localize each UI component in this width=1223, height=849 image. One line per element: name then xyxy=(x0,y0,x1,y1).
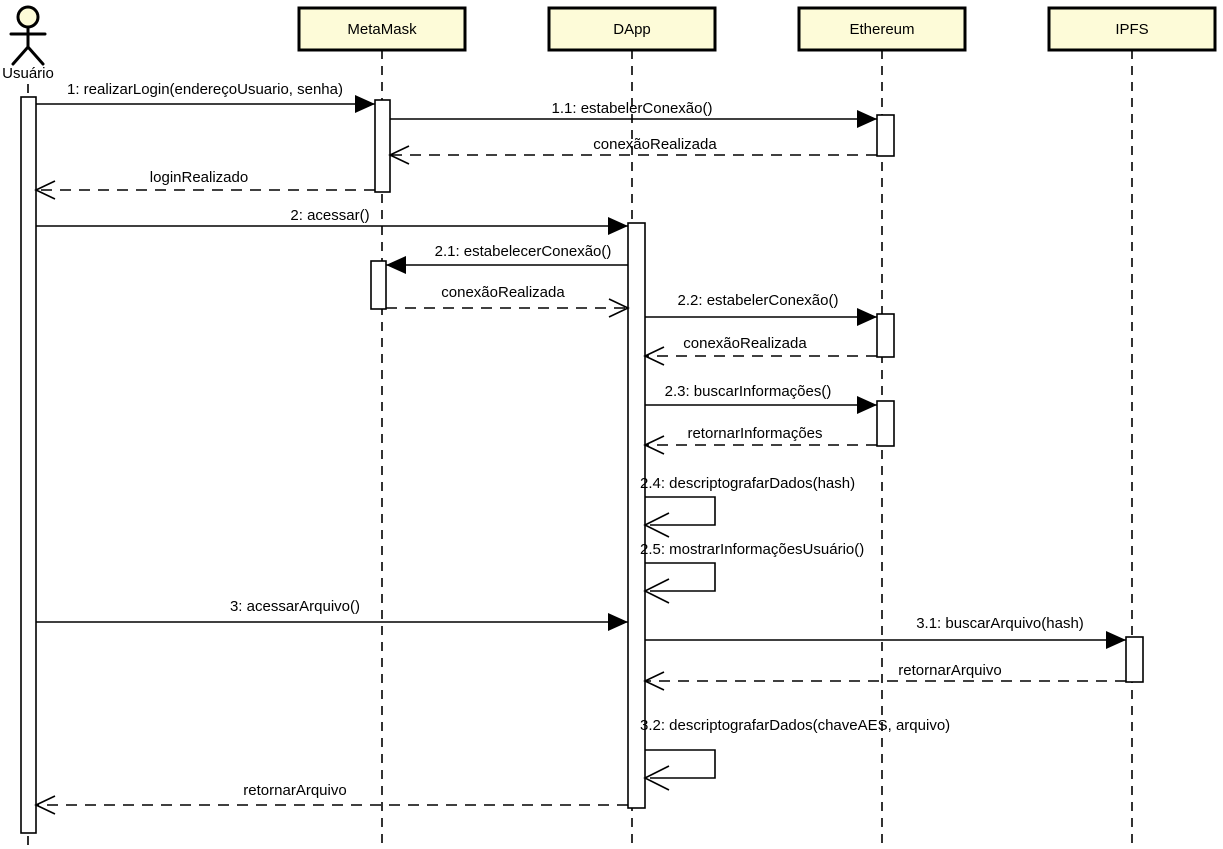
activation-ethereum-1 xyxy=(876,114,895,157)
self-loop-2-4 xyxy=(645,496,716,526)
arrowhead-filled-icon xyxy=(608,217,628,235)
arrowhead-filled-icon xyxy=(857,396,877,414)
message-label-1-1: 1.1: estabelerConexão() xyxy=(552,100,713,117)
activation-ethereum-2 xyxy=(876,313,895,358)
message-2-1-estabelecerconexao[interactable]: 2.1: estabelecerConexão() xyxy=(386,243,628,274)
arrowhead-filled-icon xyxy=(608,613,628,631)
arrowhead-filled-icon xyxy=(857,308,877,326)
arrowhead-open-icon xyxy=(608,298,630,318)
message-retornararquivo-ipfs-dapp[interactable]: retornarArquivo xyxy=(643,662,1126,691)
message-1-realizarlogin[interactable]: 1: realizarLogin(endereçoUsuario, senha) xyxy=(36,81,375,113)
activation-ethereum-3 xyxy=(876,400,895,447)
arrowhead-filled-icon xyxy=(386,256,406,274)
message-label-2-2: 2.2: estabelerConexão() xyxy=(678,292,839,309)
message-label-conexaorealizada-1: conexãoRealizada xyxy=(593,136,717,153)
message-2-3-buscarinformacoes[interactable]: 2.3: buscarInformações() xyxy=(645,383,877,414)
participant-label-metamask: MetaMask xyxy=(347,21,417,38)
arrowhead-open-icon xyxy=(34,180,56,200)
actor-label: Usuário xyxy=(2,65,54,82)
actor-usuario[interactable]: Usuário xyxy=(2,5,54,849)
participant-label-ethereum: Ethereum xyxy=(849,21,914,38)
message-label-2-5: 2.5: mostrarInformaçõesUsuário() xyxy=(640,541,864,558)
participant-box-ipfs[interactable] xyxy=(1047,6,1217,52)
participant-box-ethereum[interactable] xyxy=(797,6,967,52)
arrowhead-open-icon xyxy=(34,795,56,815)
activation-metamask-login xyxy=(374,99,391,193)
message-label-retornararquivo-2: retornarArquivo xyxy=(243,782,346,799)
arrowhead-filled-icon xyxy=(857,110,877,128)
message-2-5-mostrarinformacoesusuario[interactable]: 2.5: mostrarInformaçõesUsuário() xyxy=(640,541,864,604)
message-label-2-4: 2.4: descriptografarDados(hash) xyxy=(640,475,855,492)
message-loginrealizado[interactable]: loginRealizado xyxy=(34,169,375,200)
message-label-3-2: 3.2: descriptografarDados(chaveAES, arqu… xyxy=(640,717,950,734)
self-loop-2-5 xyxy=(645,562,716,592)
message-conexaorealizada-ethereum-dapp[interactable]: conexãoRealizada xyxy=(643,335,877,366)
message-label-conexaorealizada-2: conexãoRealizada xyxy=(441,284,565,301)
arrowhead-filled-icon xyxy=(1106,631,1126,649)
activation-ipfs-1 xyxy=(1125,636,1144,683)
message-label-1: 1: realizarLogin(endereçoUsuario, senha) xyxy=(67,81,343,98)
participant-box-dapp[interactable] xyxy=(547,6,717,52)
message-retornararquivo-dapp-actor[interactable]: retornarArquivo xyxy=(34,782,628,815)
arrowhead-filled-icon xyxy=(355,95,375,113)
arrowhead-open-icon xyxy=(643,671,665,691)
stick-figure-actor-icon xyxy=(9,5,47,66)
message-3-2-descriptografardados[interactable]: 3.2: descriptografarDados(chaveAES, arqu… xyxy=(640,717,950,791)
message-2-4-descriptografardados[interactable]: 2.4: descriptografarDados(hash) xyxy=(640,475,855,538)
message-conexaorealizada-metamask-dapp[interactable]: conexãoRealizada xyxy=(386,284,630,318)
participant-label-dapp: DApp xyxy=(613,21,651,38)
activation-dapp-main xyxy=(627,222,646,809)
message-3-acessararquivo[interactable]: 3: acessarArquivo() xyxy=(36,598,628,631)
participant-ethereum[interactable]: Ethereum xyxy=(797,6,967,849)
message-1-1-estabelerconexao[interactable]: 1.1: estabelerConexão() xyxy=(390,100,877,128)
message-label-3: 3: acessarArquivo() xyxy=(230,598,360,615)
message-label-conexaorealizada-3: conexãoRealizada xyxy=(683,335,807,352)
message-label-loginrealizado: loginRealizado xyxy=(150,169,248,186)
self-loop-3-2 xyxy=(645,749,716,779)
message-2-2-estabelerconexao[interactable]: 2.2: estabelerConexão() xyxy=(645,292,877,326)
activation-metamask-conn xyxy=(370,260,387,310)
message-label-retornarinformacoes: retornarInformações xyxy=(687,425,822,442)
message-label-2-3: 2.3: buscarInformações() xyxy=(665,383,832,400)
message-label-2: 2: acessar() xyxy=(290,207,369,224)
message-2-acessar[interactable]: 2: acessar() xyxy=(36,207,628,235)
participant-ipfs[interactable]: IPFS xyxy=(1047,6,1217,849)
arrowhead-open-icon xyxy=(388,145,410,165)
participant-label-ipfs: IPFS xyxy=(1115,21,1148,38)
arrowhead-open-icon xyxy=(643,765,670,791)
message-label-3-1: 3.1: buscarArquivo(hash) xyxy=(916,615,1084,632)
participant-dapp[interactable]: DApp xyxy=(547,6,717,849)
message-label-retornararquivo-1: retornarArquivo xyxy=(898,662,1001,679)
arrowhead-open-icon xyxy=(643,435,665,455)
activation-actor-main xyxy=(20,96,37,834)
message-conexaorealizada-ethereum-metamask[interactable]: conexãoRealizada xyxy=(388,136,877,165)
arrowhead-open-icon xyxy=(643,346,665,366)
message-retornarinformacoes[interactable]: retornarInformações xyxy=(643,425,877,455)
arrowhead-open-icon xyxy=(643,512,670,538)
arrowhead-open-icon xyxy=(643,578,670,604)
message-label-2-1: 2.1: estabelecerConexão() xyxy=(435,243,612,260)
message-3-1-buscararquivo[interactable]: 3.1: buscarArquivo(hash) xyxy=(645,615,1126,649)
